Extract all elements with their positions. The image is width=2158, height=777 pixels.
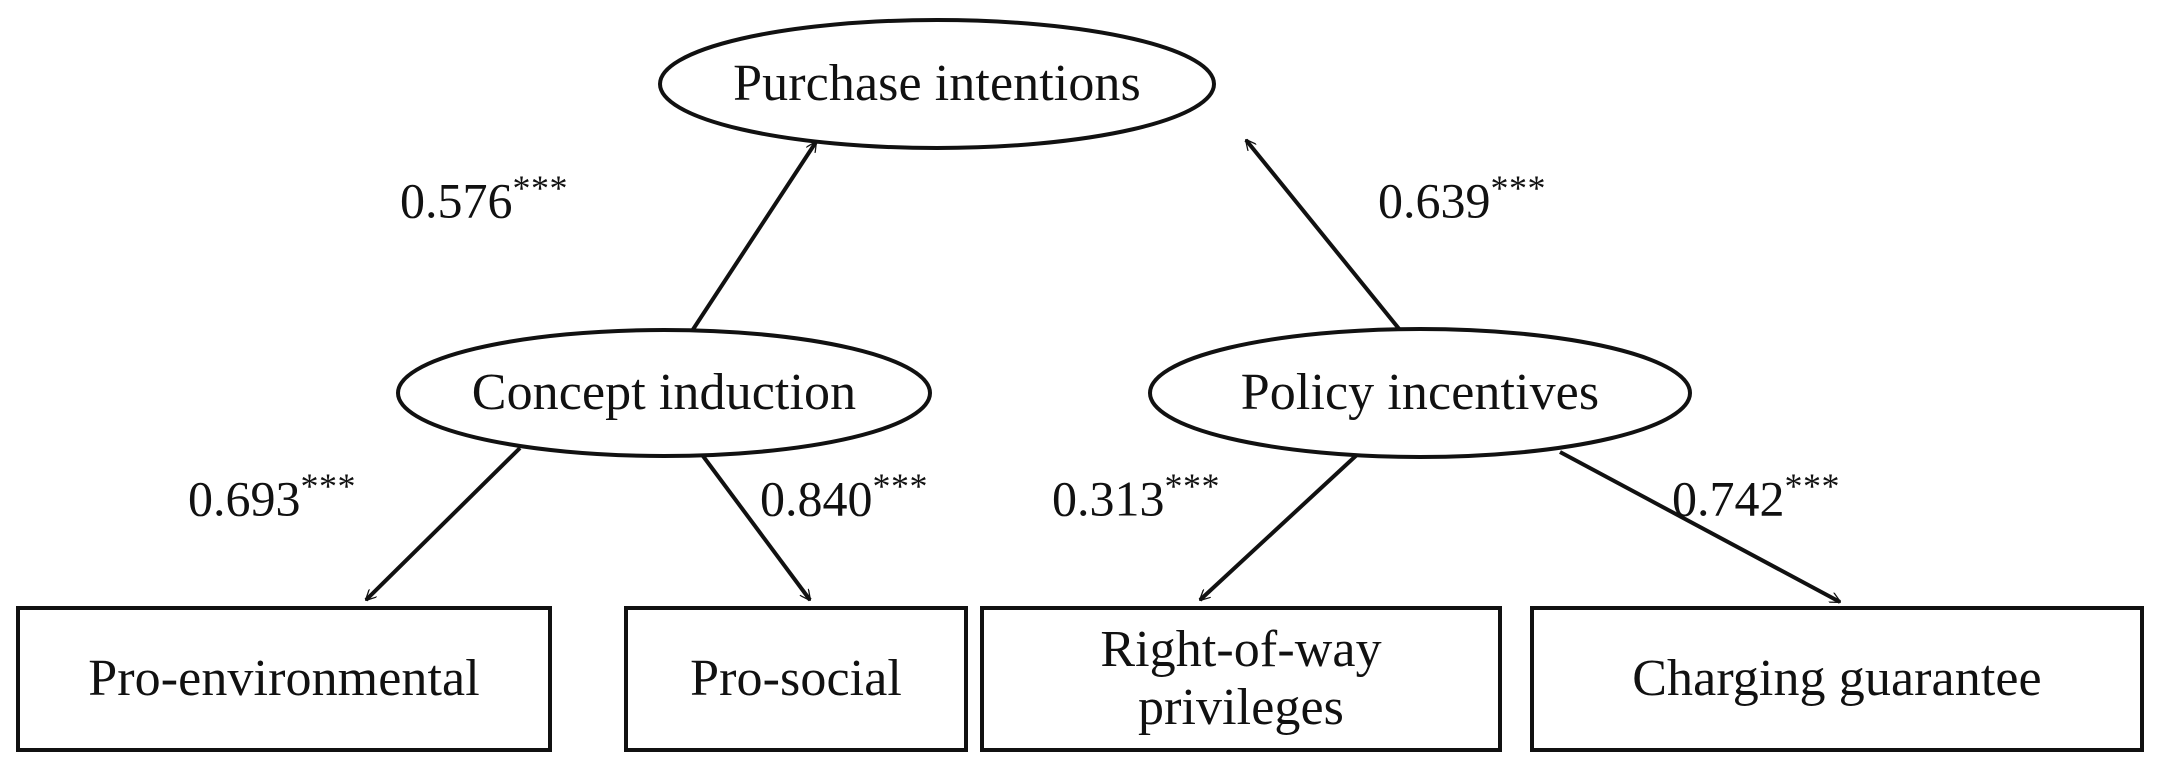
path-label-concept-to-purchase: 0.576*** <box>400 170 568 226</box>
coefficient-value: 0.313 <box>1052 470 1165 527</box>
significance-stars: *** <box>300 466 356 506</box>
node-label-right-of-way-privileges: Right-of-way privileges <box>1100 620 1382 736</box>
node-label-pro-environmental: Pro-environmental <box>88 649 480 707</box>
rect-charging-guarantee[interactable] <box>1530 606 2144 752</box>
path-label-concept-to-pro-environmental: 0.693*** <box>188 468 356 524</box>
node-purchase-intentions[interactable]: Purchase intentions <box>660 20 1214 148</box>
node-charging-guarantee[interactable]: Charging guarantee <box>1532 608 2142 750</box>
significance-stars: *** <box>1784 466 1840 506</box>
ellipse-purchase-intentions[interactable] <box>658 18 1216 150</box>
significance-stars: *** <box>872 466 928 506</box>
node-policy-incentives[interactable]: Policy incentives <box>1150 329 1690 457</box>
arrow-concept-to-pro-social <box>698 450 812 600</box>
coefficient-value: 0.742 <box>1672 470 1785 527</box>
coefficient-value: 0.693 <box>188 470 301 527</box>
significance-stars: *** <box>1490 168 1546 208</box>
arrow-policy-to-right-of-way <box>1200 450 1362 600</box>
node-pro-environmental[interactable]: Pro-environmental <box>18 608 550 750</box>
arrow-concept-to-pro-environmental <box>366 446 522 600</box>
coefficient-value: 0.840 <box>760 470 873 527</box>
coefficient-value: 0.639 <box>1378 172 1491 229</box>
significance-stars: *** <box>512 168 568 208</box>
node-label-purchase-intentions: Purchase intentions <box>733 54 1141 112</box>
path-label-concept-to-pro-social: 0.840*** <box>760 468 928 524</box>
node-label-charging-guarantee: Charging guarantee <box>1632 649 2042 707</box>
node-label-policy-incentives: Policy incentives <box>1240 363 1600 421</box>
ellipse-concept-induction[interactable] <box>396 328 932 458</box>
node-right-of-way-privileges[interactable]: Right-of-way privileges <box>982 608 1500 750</box>
ellipse-policy-incentives[interactable] <box>1148 327 1692 459</box>
rect-pro-environmental[interactable] <box>16 606 552 752</box>
rect-right-of-way-privileges[interactable] <box>980 606 1502 752</box>
node-concept-induction[interactable]: Concept induction <box>398 330 930 456</box>
node-label-pro-social: Pro-social <box>690 649 902 707</box>
node-label-concept-induction: Concept induction <box>471 363 857 421</box>
arrow-concept-to-purchase <box>688 142 818 336</box>
coefficient-value: 0.576 <box>400 172 513 229</box>
path-label-policy-to-charging-guarantee: 0.742*** <box>1672 468 1840 524</box>
arrow-policy-to-purchase <box>1244 140 1402 332</box>
rect-pro-social[interactable] <box>624 606 968 752</box>
node-pro-social[interactable]: Pro-social <box>626 608 966 750</box>
significance-stars: *** <box>1164 466 1220 506</box>
path-label-policy-to-purchase: 0.639*** <box>1378 170 1546 226</box>
path-label-policy-to-right-of-way: 0.313*** <box>1052 468 1220 524</box>
arrow-policy-to-charging-guarantee <box>1559 450 1840 604</box>
